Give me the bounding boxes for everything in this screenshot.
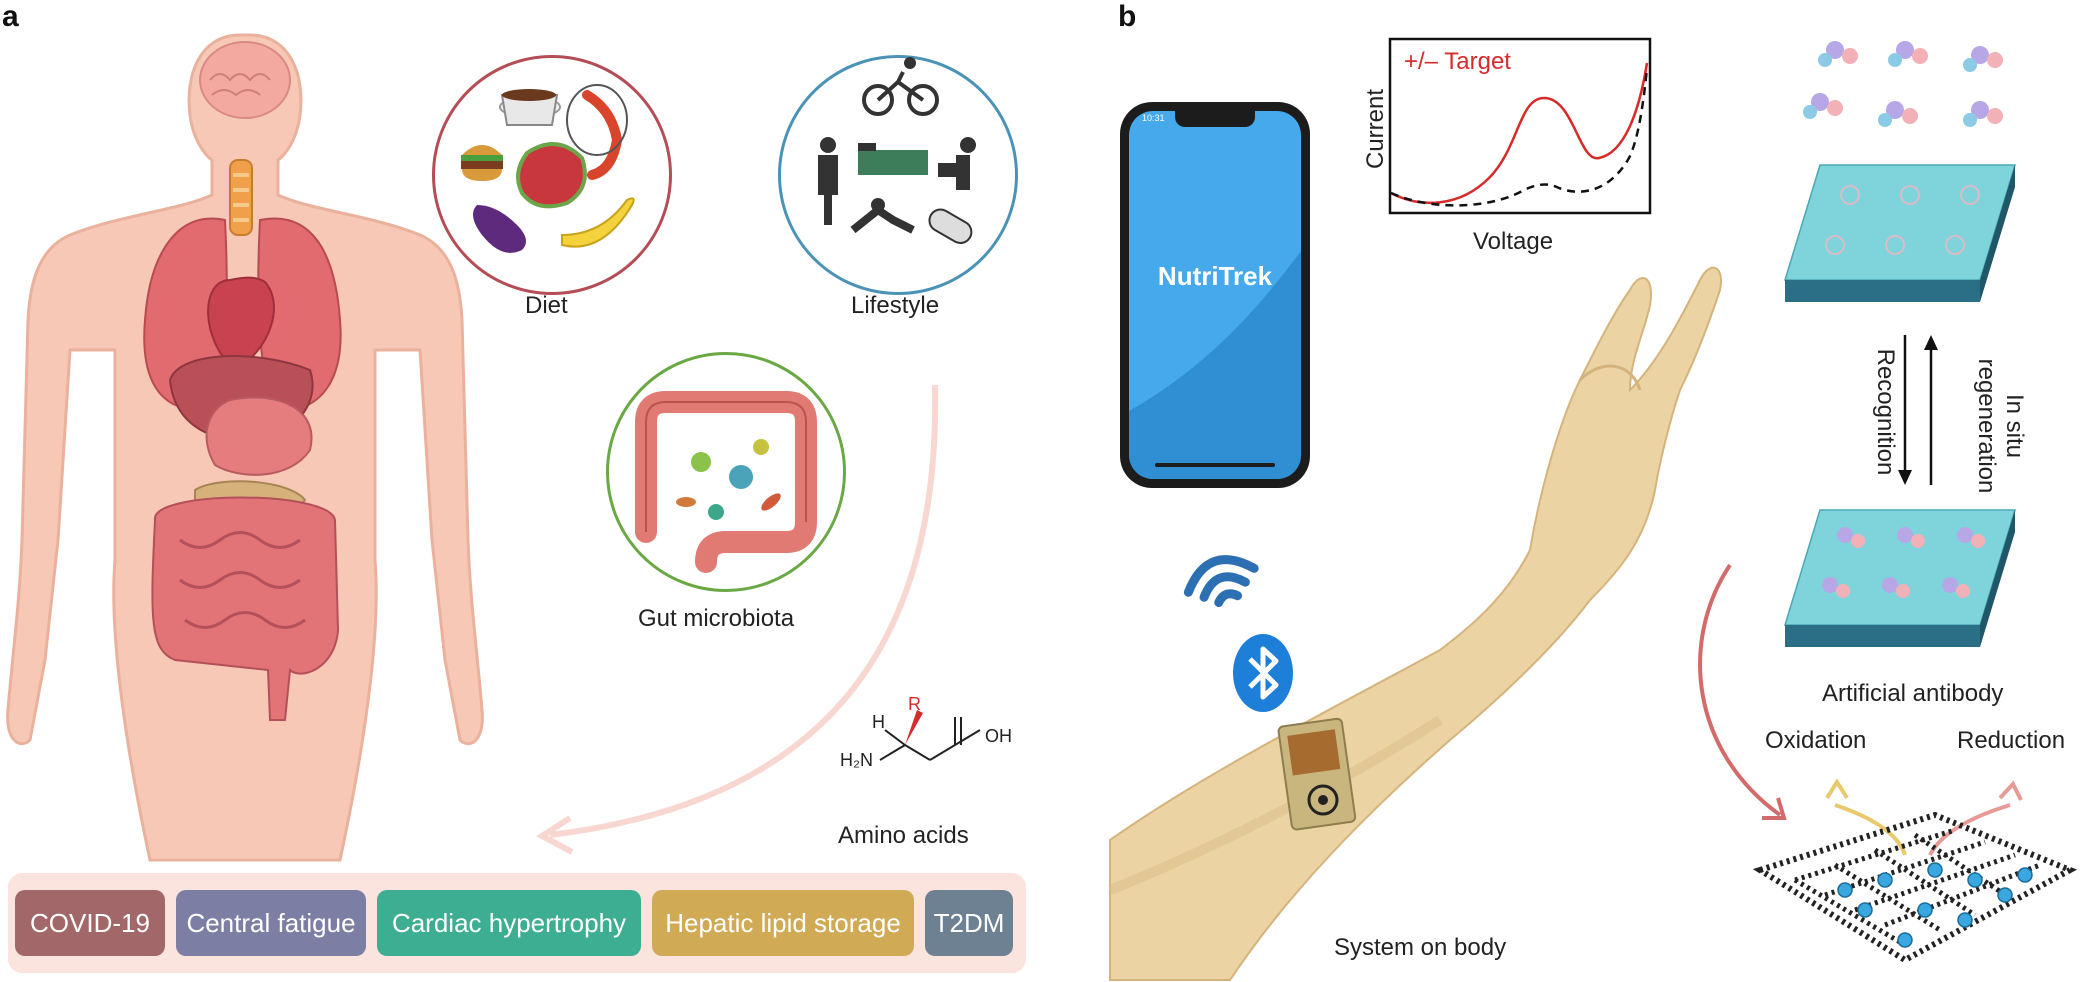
sensing-arrow: [1698, 563, 1787, 820]
amino-acid-structure: [879, 710, 981, 761]
chem-r-label: R: [908, 694, 921, 714]
app-name-label: NutriTrek: [1157, 261, 1273, 291]
gut-microbiota-illustration: [635, 391, 817, 573]
target-absent-curve: [1390, 67, 1649, 207]
plot-ylabel: Current: [1362, 88, 1389, 170]
disease-tag-cardiac-hypertrophy: Cardiac hypertrophy: [377, 890, 641, 956]
chem-oh-label: OH: [985, 726, 1012, 746]
plot-xlabel: Voltage: [1473, 228, 1554, 255]
panel-b-letter: b: [1118, 0, 1137, 33]
disease-tag-hepatic-lipid-storage: Hepatic lipid storage: [652, 890, 914, 956]
chem-h-label: H: [872, 712, 885, 732]
wifi-icon: [1183, 555, 1259, 608]
lifestyle-label: Lifestyle: [851, 292, 940, 319]
arm-illustration: [1108, 266, 1722, 981]
regeneration-label: In situ regeneration: [1973, 358, 2028, 494]
human-body-illustration: [6, 33, 484, 862]
recognition-label: Recognition: [1872, 348, 1899, 476]
disease-tag-covid19: COVID-19: [15, 890, 165, 956]
plot-legend: +/– Target: [1404, 48, 1511, 75]
smartphone-screen: [1129, 111, 1301, 479]
pathway-arrow: [536, 384, 939, 855]
recognition-regeneration-arrows: [1898, 335, 1938, 485]
wearable-patch: [1277, 717, 1357, 831]
chem-h2n-label: H₂N: [840, 750, 873, 770]
oxidation-label: Oxidation: [1765, 727, 1867, 754]
antibody-surface-bound: [1783, 509, 2017, 647]
lifestyle-icons: [818, 57, 976, 244]
panel-a-letter: a: [2, 0, 19, 33]
phone-notch: [1175, 111, 1255, 127]
disease-tag-t2dm: T2DM: [925, 890, 1013, 956]
graphene-sheet: [1752, 778, 2077, 964]
phone-time: 10:31: [1142, 113, 1165, 123]
target-molecules: [1803, 41, 2003, 127]
system-on-body-label: System on body: [1334, 934, 1507, 961]
disease-tag-central-fatigue: Central fatigue: [176, 890, 366, 956]
voltammogram-plot: [1388, 37, 1652, 215]
diet-label: Diet: [525, 292, 568, 319]
amino-acids-label: Amino acids: [838, 822, 969, 849]
target-present-curve: [1390, 62, 1649, 204]
phone-home-bar: [1155, 463, 1275, 467]
artificial-antibody-label: Artificial antibody: [1822, 680, 2004, 707]
microbiota-label: Gut microbiota: [638, 605, 795, 632]
bluetooth-icon: [1233, 634, 1293, 712]
diet-food-icons: [461, 84, 635, 253]
lifestyle-circle: [778, 55, 1018, 295]
reduction-label: Reduction: [1957, 727, 2066, 754]
antibody-surface-empty: [1783, 164, 2017, 302]
